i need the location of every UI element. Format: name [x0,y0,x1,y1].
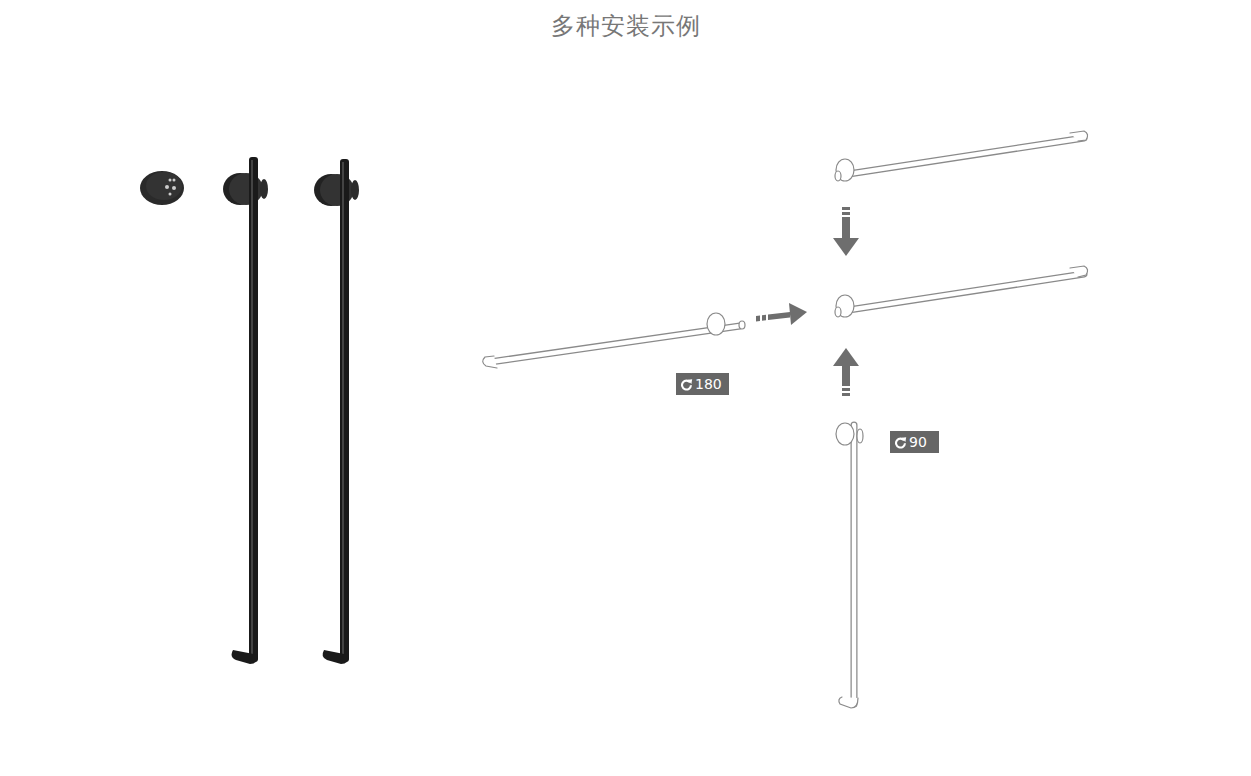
rotation-badge: 90 [890,431,939,453]
rotation-angle: 90 [909,433,927,451]
rotation-angle: 180 [695,375,722,393]
rotation-badge: 180 [676,373,729,395]
black-towel-bar [314,159,359,664]
direction-arrow [756,207,859,396]
outline-towel-bar [483,131,1088,708]
rotate-icon [894,436,907,449]
black-towel-bar [223,157,268,664]
rotate-icon [680,378,693,391]
page-title: 多种安装示例 [0,10,1251,42]
control-knob [140,171,184,205]
